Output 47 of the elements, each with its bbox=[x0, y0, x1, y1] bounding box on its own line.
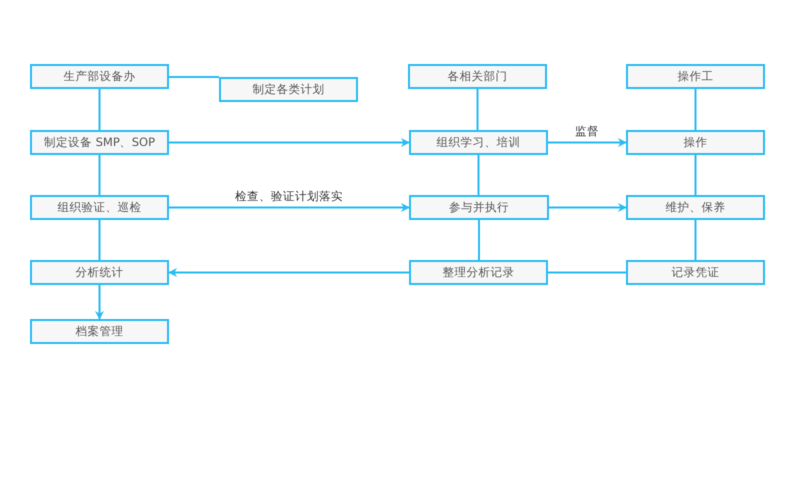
connector-line bbox=[476, 89, 478, 130]
box-label: 整理分析记录 bbox=[442, 265, 514, 280]
box-label: 各相关部门 bbox=[448, 69, 508, 84]
arrow bbox=[95, 285, 104, 320]
process-box bbox=[30, 260, 169, 285]
process-box bbox=[626, 195, 765, 220]
box-label: 操作 bbox=[684, 135, 708, 150]
process-box bbox=[30, 195, 169, 220]
connector-line bbox=[98, 89, 100, 130]
process-box bbox=[408, 64, 547, 89]
box-label: 维护、保养 bbox=[666, 200, 726, 215]
process-box bbox=[626, 64, 765, 89]
box-label: 参与并执行 bbox=[449, 200, 509, 215]
box-label: 制定各类计划 bbox=[252, 82, 324, 97]
connector-line bbox=[98, 155, 100, 195]
process-box bbox=[626, 130, 765, 155]
process-box bbox=[626, 260, 765, 285]
box-label: 组织验证、巡检 bbox=[58, 200, 142, 215]
connector-line bbox=[98, 220, 100, 260]
box-label: 生产部设备办 bbox=[64, 69, 136, 84]
connector-line bbox=[478, 155, 480, 195]
process-box bbox=[30, 319, 169, 344]
arrow bbox=[168, 268, 409, 277]
process-box bbox=[409, 130, 548, 155]
process-box bbox=[30, 130, 169, 155]
process-box bbox=[409, 195, 549, 220]
connector-line bbox=[694, 220, 696, 260]
process-box bbox=[219, 77, 358, 102]
box-label: 档案管理 bbox=[76, 324, 124, 339]
box-label: 组织学习、培训 bbox=[436, 135, 520, 150]
arrow bbox=[548, 138, 627, 147]
process-box bbox=[30, 64, 169, 89]
arrow bbox=[169, 203, 410, 212]
arrow bbox=[169, 138, 410, 147]
connector-line bbox=[694, 89, 696, 130]
connector-line bbox=[694, 155, 696, 195]
box-label: 制定设备 SMP、SOP bbox=[44, 135, 156, 150]
connector-line bbox=[548, 272, 626, 274]
connector-line bbox=[169, 76, 219, 78]
edge-label: 检查、验证计划落实 bbox=[233, 188, 345, 204]
box-label: 操作工 bbox=[678, 69, 714, 84]
box-label: 记录凭证 bbox=[672, 265, 720, 280]
box-label: 分析统计 bbox=[76, 265, 124, 280]
arrow bbox=[549, 203, 627, 212]
edge-label: 监督 bbox=[573, 124, 601, 138]
process-box bbox=[409, 260, 548, 285]
connector-line bbox=[478, 220, 480, 260]
